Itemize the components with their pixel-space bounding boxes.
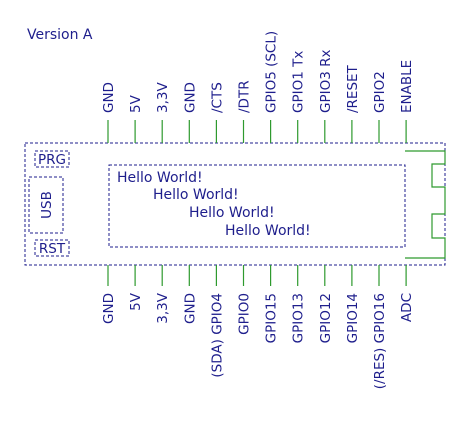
top-pin-label-5v: 5V	[128, 94, 144, 113]
top-pin-label-cts: /CTS	[209, 82, 225, 113]
pin-group: GND 5V 3,3V GND/CTS/DTR GPIO5 (SCL) GPIO1 Tx G…	[101, 31, 415, 389]
top-pin-label-gnd: GND	[101, 82, 117, 113]
bottom-pin-label-3-3v: 3,3V	[155, 292, 171, 323]
display-line-4: Hello World!	[225, 223, 311, 239]
display-line-3: Hello World!	[189, 205, 275, 221]
display-line-1: Hello World!	[117, 170, 203, 186]
bottom-pin-label-gpio13: GPIO13	[291, 293, 307, 343]
oled-display	[108, 164, 406, 248]
top-pin-label-dtr: /DTR	[237, 80, 253, 113]
bottom-pin-label-gnd: GND	[101, 293, 117, 324]
rst-button	[34, 239, 70, 257]
bottom-pin-label-gnd: GND	[182, 293, 198, 324]
bottom-pin-label-gpio14: GPIO14	[345, 293, 361, 343]
top-pin-label-gpio5-scl: GPIO5 (SCL)	[264, 31, 280, 113]
rst-button-label: RST	[39, 241, 66, 257]
top-pin-label-gpio2: GPIO2	[372, 71, 388, 113]
meander-antenna-icon	[405, 150, 446, 259]
top-pin-label-3-3v: 3,3V	[155, 82, 171, 113]
display-line-2: Hello World!	[153, 187, 239, 203]
top-pin-label-reset: /RESET	[345, 64, 361, 113]
bottom-pin-label-gpio15: GPIO15	[264, 293, 280, 343]
top-pin-label-gpio3-rx: GPIO3 Rx	[318, 50, 334, 113]
bottom-pin-label-5v: 5V	[128, 292, 144, 311]
bottom-pin-label-adc: ADC	[399, 293, 415, 322]
bottom-pin-label-res-gpio16: (/RES) GPIO16	[372, 293, 388, 389]
diagram-title: Version A	[27, 27, 93, 43]
top-pin-label-enable: ENABLE	[399, 60, 415, 113]
prg-button-label: PRG	[38, 152, 66, 168]
top-pin-label-gnd: GND	[182, 82, 198, 113]
prg-button	[34, 150, 70, 168]
usb-label: USB	[39, 191, 55, 219]
top-pin-label-gpio1-tx: GPIO1 Tx	[291, 51, 307, 113]
bottom-pin-label-gpio0: GPIO0	[237, 293, 253, 335]
usb-connector	[28, 176, 64, 234]
bottom-pin-label-sda-gpio4: (SDA) GPIO4	[209, 293, 225, 378]
bottom-pin-label-gpio12: GPIO12	[318, 293, 334, 343]
